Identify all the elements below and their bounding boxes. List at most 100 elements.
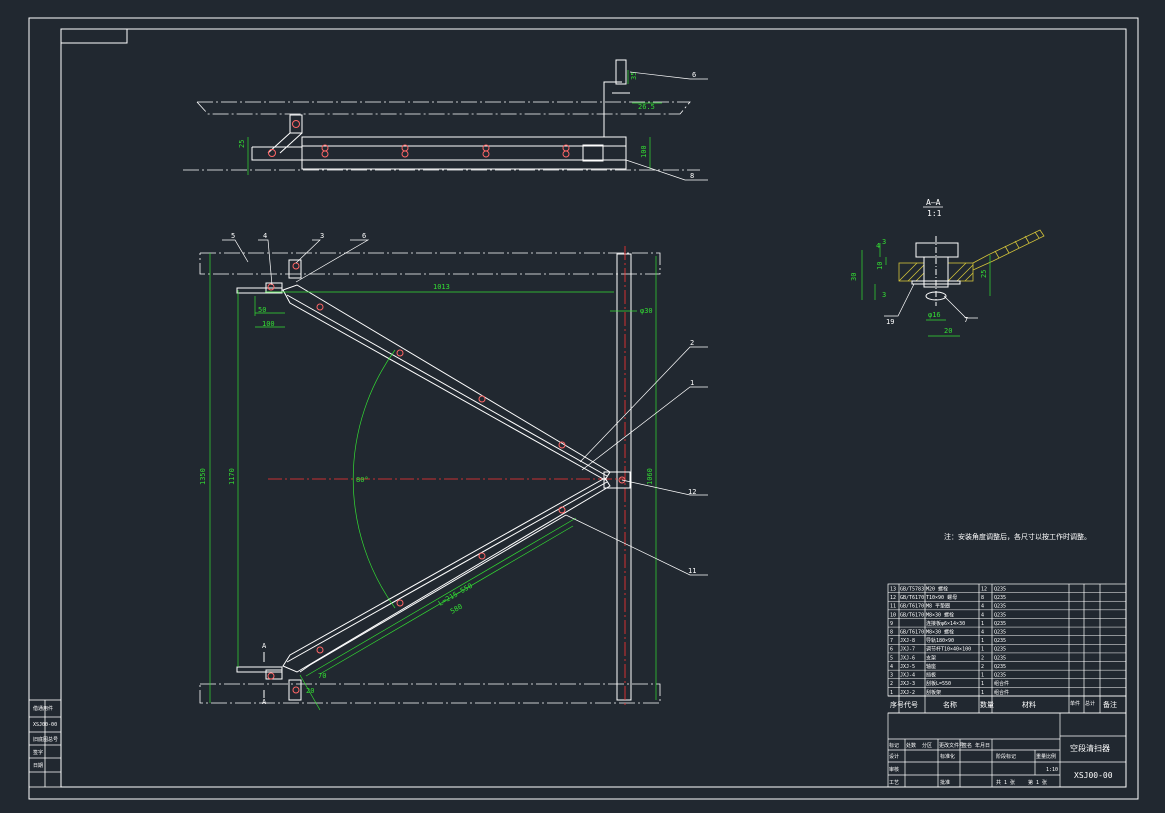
hdr-code: 代号 xyxy=(904,700,918,709)
dim-100: 100 xyxy=(262,320,275,328)
table-cell: Q235 xyxy=(994,621,1006,627)
top-balloon-6: 6 xyxy=(692,71,696,79)
table-cell: Q235 xyxy=(994,647,1006,653)
table-cell: JXJ-3 xyxy=(900,681,915,687)
table-cell: GB/T6170 xyxy=(900,595,924,601)
table-cell: 9 xyxy=(890,621,893,627)
sec-dim-10: 10 xyxy=(876,262,884,270)
table-cell: GB/T5783 xyxy=(900,586,924,592)
dim-50: 50 xyxy=(258,306,266,314)
top-view: 25 35 26.5 100 6 8 xyxy=(183,59,708,181)
note-text: 注：安装角度调整后，各尺寸以按工作时调整。 xyxy=(944,532,1091,541)
tb-signature: 签名 xyxy=(962,742,972,749)
dim-70: 70 xyxy=(318,672,326,680)
balloon-12: 12 xyxy=(688,488,696,496)
table-cell: 3 xyxy=(890,673,893,679)
front-view: 1013 50 100 φ30 1350 1170 1060 80° 70 20… xyxy=(199,232,708,711)
title-block xyxy=(887,712,1127,788)
tb-stage: 阶段标记 xyxy=(996,753,1016,760)
dim-20: 20 xyxy=(306,687,314,695)
tb-std: 标准化 xyxy=(940,753,955,760)
tb-design: 设计 xyxy=(889,753,899,760)
table-cell: 1 xyxy=(981,647,984,653)
table-cell: 调节杆T10×40×100 xyxy=(926,646,971,653)
balloon-11: 11 xyxy=(688,567,696,575)
table-cell: 4 xyxy=(890,664,893,670)
sec-dim-4: 4 xyxy=(876,242,880,250)
balloon-6: 6 xyxy=(362,232,366,240)
table-cell: M20 螺栓 xyxy=(926,585,948,592)
sec-dim-25: 25 xyxy=(980,270,988,278)
table-cell: 7 xyxy=(890,638,893,644)
table-cell: 12 xyxy=(890,595,896,601)
hdr-name: 名称 xyxy=(943,700,957,709)
table-cell: 导轨180×90 xyxy=(926,637,954,644)
table-cell: 刮板L=550 xyxy=(926,680,951,687)
table-cell: Q235 xyxy=(994,638,1006,644)
table-cell: 支架 xyxy=(926,654,936,661)
table-cell: 1 xyxy=(981,621,984,627)
table-cell: Q235 xyxy=(994,604,1006,610)
table-cell: 11 xyxy=(890,604,896,610)
table-cell: 2 xyxy=(890,681,893,687)
hdr-total: 总计 xyxy=(1085,700,1095,707)
sec-balloon-19: 19 xyxy=(886,318,894,326)
table-cell: 1 xyxy=(981,690,984,696)
table-cell: M8×30 螺栓 xyxy=(926,611,954,618)
dim-580: 580 xyxy=(449,602,464,615)
table-cell: GB/T6170 xyxy=(900,612,924,618)
hdr-qty: 数量 xyxy=(980,700,994,709)
table-cell: 4 xyxy=(981,604,984,610)
side-strip-4: 签字 xyxy=(33,749,43,756)
top-dim-35: 35 xyxy=(630,72,638,80)
table-cell: 1 xyxy=(981,638,984,644)
tb-date: 年月日 xyxy=(975,742,990,749)
dim-1060: 1060 xyxy=(646,468,654,485)
sec-dim-20: 20 xyxy=(944,327,952,335)
dim-1170: 1170 xyxy=(228,468,236,485)
side-strip-2: XSJ00-00 xyxy=(33,722,57,728)
table-cell: 2 xyxy=(981,664,984,670)
table-cell: 13 xyxy=(890,586,896,592)
table-cell: 10 xyxy=(890,612,896,618)
table-cell: 刮板架 xyxy=(926,689,941,696)
balloon-1: 1 xyxy=(690,379,694,387)
tb-change-doc: 更改文件号 xyxy=(939,742,964,749)
table-cell: JXJ-2 xyxy=(900,690,915,696)
side-strip-1: 借通用件 xyxy=(33,705,53,712)
table-cell: 12 xyxy=(981,586,987,592)
table-cell: 组合件 xyxy=(994,689,1009,696)
drawing-name: 空段清扫器 xyxy=(1070,743,1110,753)
tb-scale-label: 比例 xyxy=(1046,753,1056,760)
sec-dim-phi16: φ16 xyxy=(928,311,941,319)
top-dim-26-5: 26.5 xyxy=(638,103,655,111)
table-cell: 4 xyxy=(981,612,984,618)
sec-balloon-7: 7 xyxy=(964,316,968,324)
side-strip-5: 日期 xyxy=(33,763,43,769)
dim-angle: 80° xyxy=(356,476,369,484)
dim-1350: 1350 xyxy=(199,468,207,485)
table-cell: T10×90 螺母 xyxy=(926,594,957,601)
table-cell: JXJ-5 xyxy=(900,664,915,670)
table-cell: 6 xyxy=(890,647,893,653)
tb-count: 处数 xyxy=(906,742,916,749)
table-cell: JXJ-4 xyxy=(900,673,915,679)
tb-sheets: 共 1 张 xyxy=(996,779,1015,786)
tb-approve: 批准 xyxy=(940,779,950,786)
tb-sheet-no: 第 1 张 xyxy=(1028,779,1047,786)
sec-dim-3b: 3 xyxy=(882,291,886,299)
table-cell: 1 xyxy=(890,690,893,696)
table-cell: 2 xyxy=(981,655,984,661)
table-cell: 8 xyxy=(981,595,984,601)
table-cell: M8×30 螺栓 xyxy=(926,628,954,635)
table-cell: Q235 xyxy=(994,612,1006,618)
table-cell: Q235 xyxy=(994,673,1006,679)
tb-review: 审核 xyxy=(889,766,899,773)
hdr-unit: 单件 xyxy=(1070,700,1080,707)
table-cell: Q235 xyxy=(994,664,1006,670)
hdr-material: 材料 xyxy=(1022,700,1036,709)
balloon-3: 3 xyxy=(320,232,324,240)
side-strip xyxy=(28,699,62,788)
